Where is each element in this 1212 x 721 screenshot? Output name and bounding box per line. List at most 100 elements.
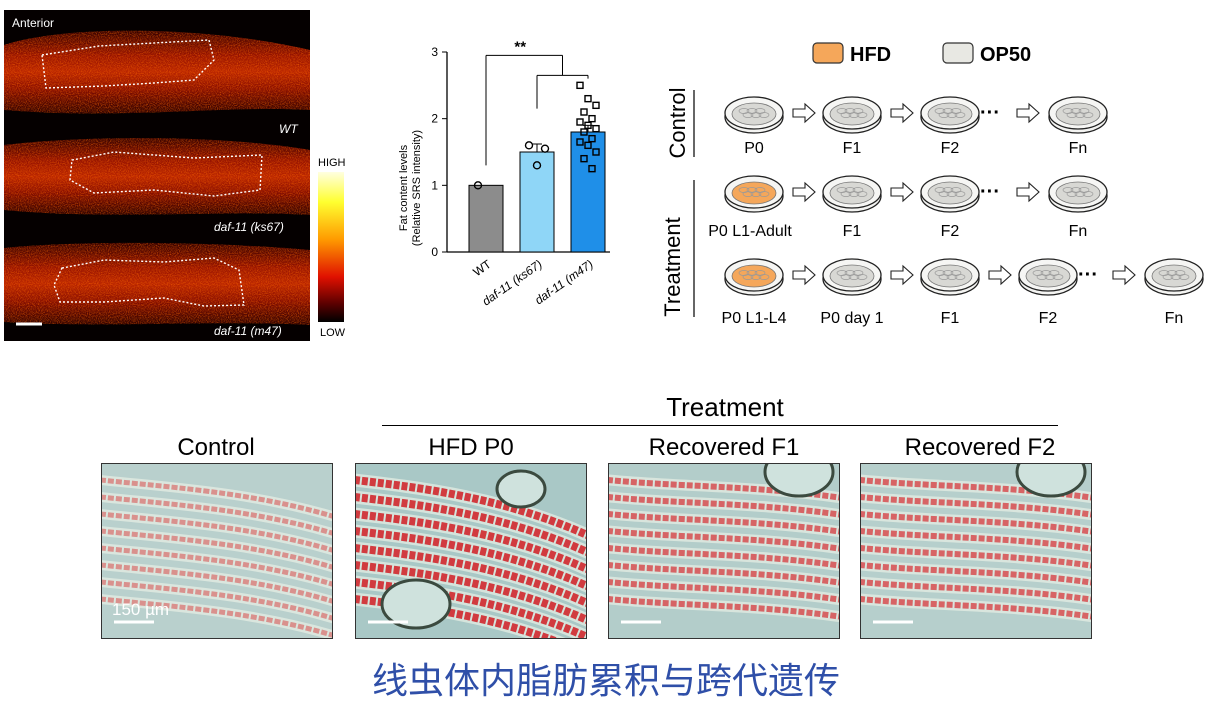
arrow: [988, 264, 1012, 286]
worm-label-m47: daf-11 (m47): [214, 324, 282, 338]
srs-image-panel: Anterior WT daf-11 (ks67) daf-11 (m47): [4, 10, 310, 341]
data-point: [532, 161, 542, 170]
treatment-header: Treatment: [666, 392, 784, 422]
photo-title-recovered-f1: Recovered F1: [648, 434, 800, 461]
bar: [570, 131, 606, 253]
legend-hfd-label: HFD: [850, 44, 891, 66]
data-point: [592, 148, 600, 156]
anterior-label: Anterior: [12, 16, 55, 30]
generation-label: P0 L1-Adult: [708, 223, 792, 240]
lipid-stain: [102, 579, 332, 621]
lipid-stain: [609, 528, 839, 552]
photo-recovered-f2: [860, 463, 1092, 639]
data-point: [540, 144, 550, 153]
figure-caption: 线虫体内脂肪累积与跨代遗传: [371, 661, 840, 702]
data-point: [588, 164, 596, 173]
arrow: [1112, 264, 1136, 286]
data-point: [584, 141, 592, 150]
photo-title-recovered-f2: Recovered F2: [904, 434, 1056, 461]
arrow: [1016, 181, 1040, 203]
generation-label: Fn: [1165, 310, 1184, 327]
lipid-stain: [861, 545, 1091, 569]
arrow: [890, 181, 914, 203]
generation-label: F2: [941, 223, 960, 240]
y-axis-label-line2: (Relative SRS intensity): [411, 130, 423, 246]
legend-op50-swatch: [942, 42, 974, 64]
lipid-stain: [356, 527, 586, 590]
lipid-stain: [102, 562, 332, 604]
scale-bar-label: 150 µm: [112, 600, 170, 619]
generation-label: P0: [744, 140, 764, 157]
lipid-stain: [861, 562, 1091, 586]
petri-dish: [822, 175, 882, 213]
lipid-stain: [609, 511, 839, 535]
generation-label: F1: [941, 310, 960, 327]
ellipsis: ···: [980, 102, 1000, 124]
legend-hfd-swatch: [812, 42, 844, 64]
generation-label: P0 L1-L4: [722, 310, 787, 327]
data-point: [473, 181, 483, 190]
lipid-stain: [861, 528, 1091, 552]
lipid-stain: [356, 510, 586, 573]
data-point: [576, 118, 584, 126]
y-tick-label: 3: [431, 45, 438, 59]
arrow: [792, 102, 816, 124]
arrow: [890, 264, 914, 286]
lipid-stain: [102, 494, 332, 536]
photo-hfd-p0: [355, 463, 587, 639]
lipid-stain: [102, 596, 332, 638]
data-point: [576, 81, 584, 90]
worm-label-ks67: daf-11 (ks67): [214, 220, 284, 234]
data-point: [524, 141, 534, 150]
bubble: [1015, 464, 1087, 498]
x-tick-label: WT: [470, 257, 494, 280]
generation-label: P0 day 1: [820, 310, 883, 327]
bubble: [380, 578, 452, 630]
group-label-treatment: Treatment: [660, 217, 685, 316]
arrow: [1016, 102, 1040, 124]
y-tick-label: 0: [431, 245, 438, 259]
y-tick-label: 2: [431, 112, 438, 126]
data-point: [592, 124, 600, 133]
data-point: [584, 121, 592, 130]
generation-label: F1: [843, 140, 862, 157]
srs-worm-image: [4, 30, 310, 326]
bar: [468, 184, 504, 253]
petri-dish: [1018, 258, 1078, 296]
photo-control: 150 µm: [101, 463, 333, 639]
lipid-stain: [356, 544, 586, 607]
data-point: [580, 108, 588, 116]
lipid-stain: [861, 494, 1091, 518]
data-point: [592, 101, 600, 110]
bar: [519, 151, 555, 253]
fat-content-bar-chart: Fat content levels (Relative SRS intensi…: [398, 38, 610, 309]
lipid-stain: [356, 561, 586, 624]
legend-op50-label: OP50: [980, 44, 1031, 66]
petri-dish: [1048, 96, 1108, 134]
lipid-stain: [356, 493, 586, 556]
y-tick-label: 1: [431, 178, 438, 192]
data-point: [580, 128, 588, 136]
data-point: [580, 154, 588, 163]
generation-label: F1: [843, 223, 862, 240]
lipid-stain: [861, 511, 1091, 535]
photo-recovered-f1: [608, 463, 840, 639]
lipid-stain: [609, 545, 839, 569]
arrow: [890, 102, 914, 124]
lipid-stain: [609, 579, 839, 603]
lipid-stain: [102, 511, 332, 553]
lipid-stain: [356, 578, 586, 638]
lipid-stain: [609, 562, 839, 586]
generation-label: Fn: [1069, 140, 1088, 157]
lipid-stain: [861, 596, 1091, 620]
lipid-stain: [861, 579, 1091, 603]
petri-dish: [1144, 258, 1204, 296]
colorbar-low-label: LOW: [320, 327, 346, 339]
data-point: [588, 114, 596, 123]
petri-dish: [920, 175, 980, 213]
generation-label: F2: [1039, 310, 1058, 327]
significance-label: **: [514, 38, 526, 55]
colorbar-high-label: HIGH: [318, 157, 346, 169]
petri-dish: [1048, 175, 1108, 213]
